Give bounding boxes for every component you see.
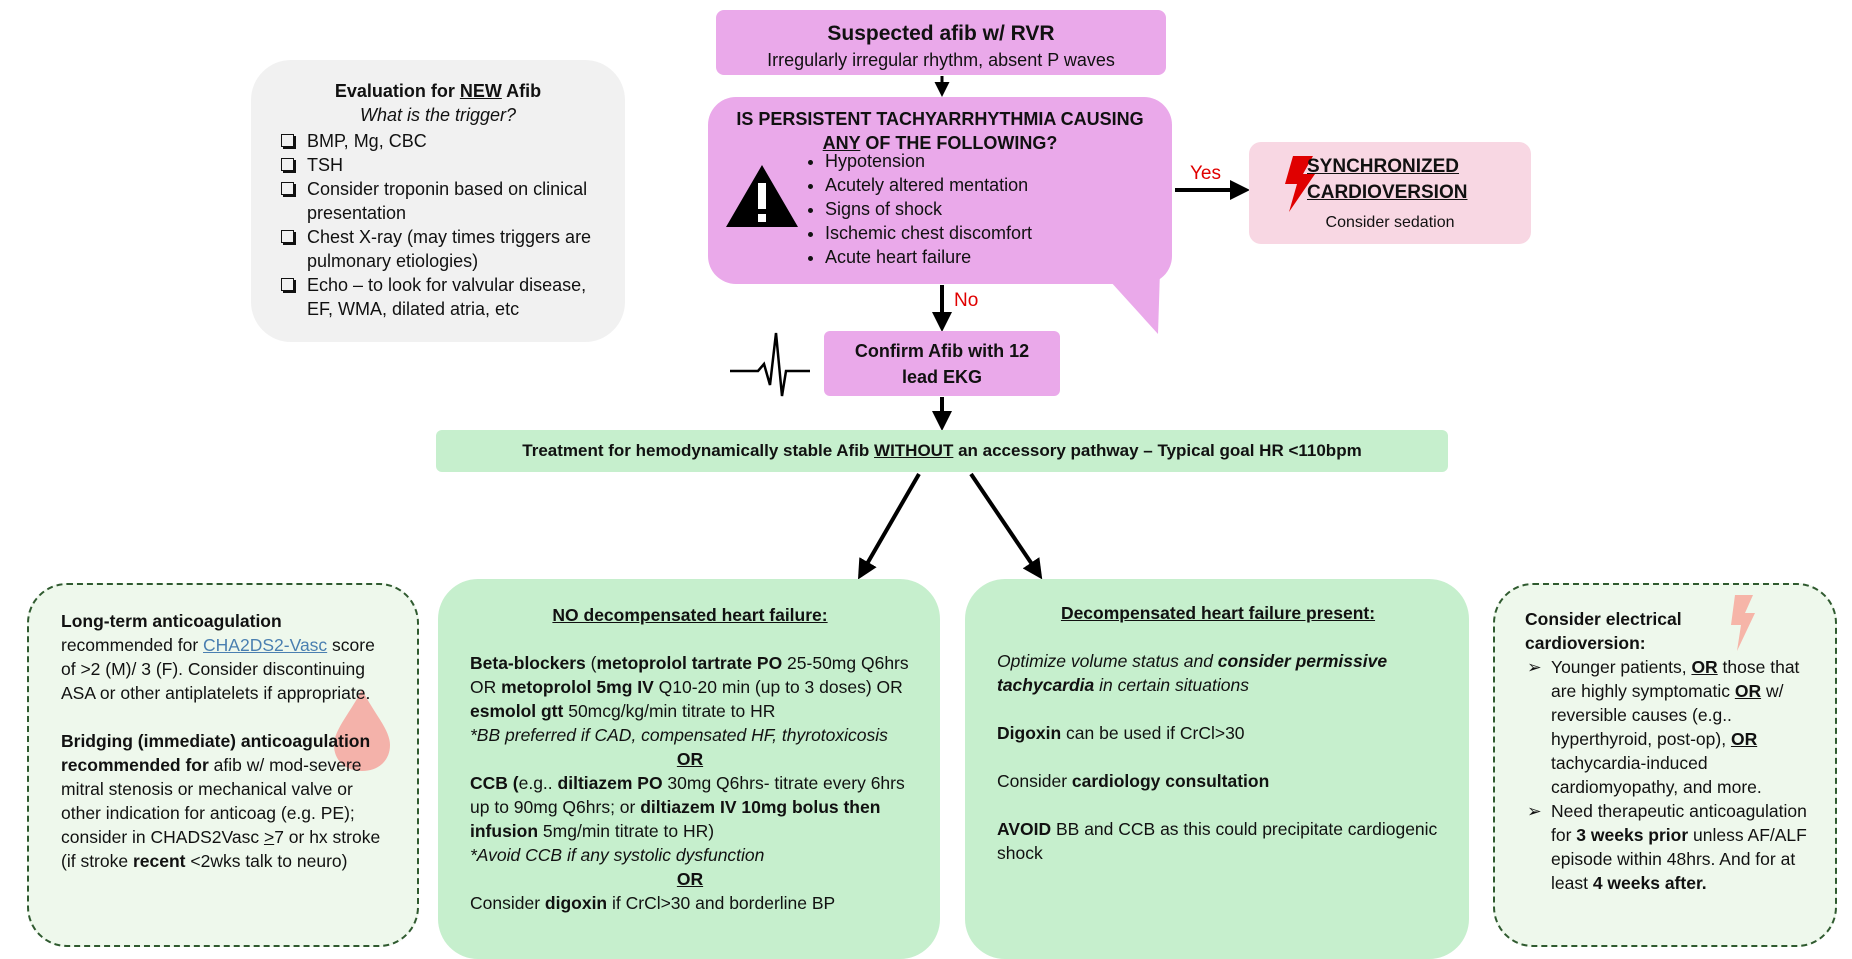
evaluation-checklist: BMP, Mg, CBC TSH Consider troponin based…: [281, 129, 601, 321]
no-hf-title: NO decompensated heart failure:: [552, 605, 828, 625]
instability-question-box: IS PERSISTENT TACHYARRHYTHMIA CAUSING AN…: [708, 97, 1172, 284]
lightning-icon: [1285, 156, 1315, 212]
ccb-text: CCB (e.g.. diltiazem PO 30mg Q6hrs- titr…: [470, 773, 905, 841]
digoxin-text: Consider digoxin if CrCl>30 and borderli…: [470, 893, 836, 913]
dhf-title: Decompensated heart failure present:: [1060, 603, 1376, 623]
evaluation-title: Evaluation for NEW Afib: [334, 81, 542, 101]
instability-criteria-list: Hypotension Acutely altered mentation Si…: [803, 149, 1032, 269]
checklist-item: Echo – to look for valvular disease, EF,…: [281, 273, 601, 321]
checkbox-icon: [281, 230, 294, 243]
arrow-bullet-icon: ➢: [1527, 657, 1542, 677]
beta-blocker-note: *BB preferred if CAD, compensated HF, th…: [470, 725, 888, 745]
checkbox-icon: [281, 134, 294, 147]
ekg-icon: [730, 332, 810, 397]
blood-drop-icon: [334, 689, 390, 771]
question-text: IS PERSISTENT TACHYARRHYTHMIA CAUSING AN…: [736, 109, 1144, 153]
arrow-to-dhf: [969, 472, 1043, 580]
lightning-faded-icon: [1731, 595, 1755, 651]
evaluation-subtitle: What is the trigger?: [359, 105, 517, 125]
cha2ds2-vasc-link[interactable]: CHA2DS2-Vasc: [203, 635, 328, 655]
no-decompensated-hf-panel: NO decompensated heart failure: Beta-blo…: [438, 579, 940, 959]
no-label: No: [954, 290, 979, 311]
list-item: Hypotension: [825, 149, 1032, 173]
list-item: Acute heart failure: [825, 245, 1032, 269]
warning-icon: [726, 165, 798, 227]
long-term-anticoag-text: Long-term anticoagulation recommended fo…: [61, 611, 375, 703]
suspected-afib-title: Suspected afib w/ RVR: [827, 22, 1055, 45]
yes-label: Yes: [1190, 163, 1221, 184]
cardioversion-note: Consider sedation: [1325, 214, 1455, 231]
bridging-anticoag-text: Bridging (immediate) anticoagulation rec…: [61, 731, 381, 871]
checkbox-icon: [281, 278, 294, 291]
electrical-cardioversion-panel: Consider electrical cardioversion: ➢Youn…: [1493, 583, 1837, 947]
dhf-cardiology-text: Consider cardiology consultation: [997, 771, 1270, 791]
evaluation-box: Evaluation for NEW Afib What is the trig…: [251, 60, 625, 342]
dhf-digoxin-text: Digoxin can be used if CrCl>30: [997, 723, 1245, 743]
checkbox-icon: [281, 158, 294, 171]
treatment-banner: Treatment for hemodynamically stable Afi…: [436, 430, 1448, 472]
arrow-to-no-hf: [857, 472, 921, 580]
list-item: ➢Younger patients, OR those that are hig…: [1527, 657, 1800, 797]
bubble-tail: [1100, 270, 1160, 334]
or-divider: OR: [676, 869, 704, 889]
ecv-title: Consider electrical cardioversion:: [1525, 609, 1682, 653]
checklist-item: TSH: [281, 153, 601, 177]
list-item: Acutely altered mentation: [825, 173, 1032, 197]
list-item: Ischemic chest discomfort: [825, 221, 1032, 245]
dhf-avoid-text: AVOID BB and CCB as this could precipita…: [997, 819, 1438, 863]
suspected-afib-box: Suspected afib w/ RVR Irregularly irregu…: [716, 10, 1166, 75]
list-item: ➢Need therapeutic anticoagulation for 3 …: [1527, 801, 1807, 893]
checklist-item: BMP, Mg, CBC: [281, 129, 601, 153]
decompensated-hf-panel: Decompensated heart failure present: Opt…: [965, 579, 1469, 959]
dhf-volume-text: Optimize volume status and consider perm…: [997, 651, 1388, 695]
arrow-bullet-icon: ➢: [1527, 801, 1542, 821]
ecv-list: ➢Younger patients, OR those that are hig…: [1525, 655, 1813, 895]
checklist-item: Chest X-ray (may times triggers are pulm…: [281, 225, 601, 273]
ccb-note: *Avoid CCB if any systolic dysfunction: [470, 845, 765, 865]
checklist-item: Consider troponin based on clinical pres…: [281, 177, 601, 225]
or-divider: OR: [676, 749, 704, 769]
anticoagulation-panel: Long-term anticoagulation recommended fo…: [27, 583, 419, 947]
beta-blocker-text: Beta-blockers (metoprolol tartrate PO 25…: [470, 653, 909, 721]
checkbox-icon: [281, 182, 294, 195]
list-item: Signs of shock: [825, 197, 1032, 221]
suspected-afib-subtitle: Irregularly irregular rhythm, absent P w…: [767, 50, 1115, 70]
